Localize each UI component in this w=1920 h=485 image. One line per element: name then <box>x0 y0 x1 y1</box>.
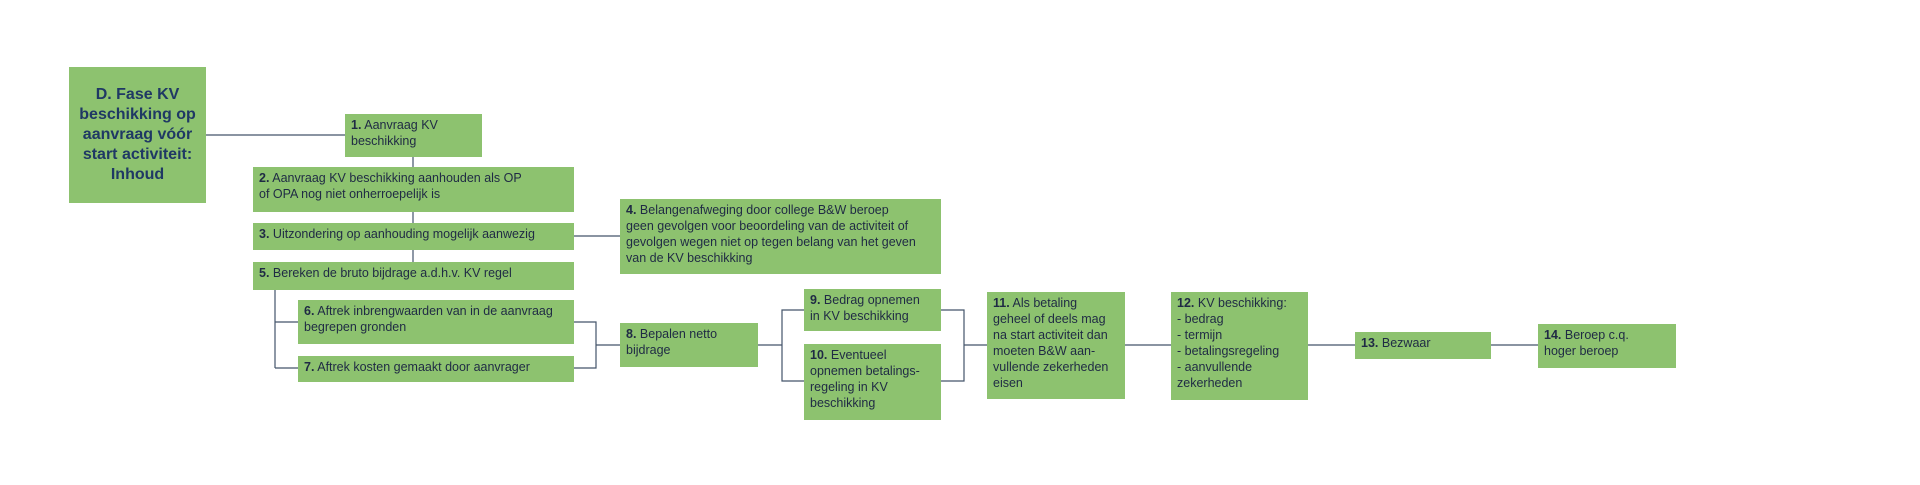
step-14-text: Beroep c.q. hoger beroep <box>1544 328 1629 358</box>
step-11-number: 11. <box>993 296 1010 310</box>
step-7-box: 7. Aftrek kosten gemaakt door aanvrager <box>298 356 574 382</box>
step-1-number: 1. <box>351 118 362 132</box>
step-4-number: 4. <box>626 203 637 217</box>
step-13-text: Bezwaar <box>1381 336 1431 350</box>
step-12-text: KV beschikking: - bedrag - termijn - bet… <box>1177 296 1287 390</box>
diagram-title: D. Fase KV beschikking op aanvraag vóór … <box>69 67 206 203</box>
step-1-text: Aanvraag KV beschikking <box>351 118 438 148</box>
step-14-number: 14. <box>1544 328 1562 342</box>
step-3-number: 3. <box>259 227 270 241</box>
step-12-number: 12. <box>1177 296 1195 310</box>
step-11-box: 11. Als betaling geheel of deels mag na … <box>987 292 1125 399</box>
diagram-title-text: D. Fase KV beschikking op aanvraag vóór … <box>79 86 196 183</box>
step-4-text: Belangenafweging door college B&W beroep… <box>626 203 916 265</box>
step-10-box: 10. Eventueel opnemen betalings- regelin… <box>804 344 941 420</box>
step-8-box: 8. Bepalen netto bijdrage <box>620 323 758 367</box>
step-3-box: 3. Uitzondering op aanhouding mogelijk a… <box>253 223 574 250</box>
step-7-number: 7. <box>304 360 315 374</box>
step-10-number: 10. <box>810 348 828 362</box>
step-5-text: Bereken de bruto bijdrage a.d.h.v. KV re… <box>272 266 512 280</box>
step-6-number: 6. <box>304 304 315 318</box>
step-4-box: 4. Belangenafweging door college B&W ber… <box>620 199 941 274</box>
step-1-box: 1. Aanvraag KV beschikking <box>345 114 482 157</box>
step-8-number: 8. <box>626 327 637 341</box>
step-6-box: 6. Aftrek inbrengwaarden van in de aanvr… <box>298 300 574 344</box>
step-13-number: 13. <box>1361 336 1379 350</box>
step-9-box: 9. Bedrag opnemen in KV beschikking <box>804 289 941 331</box>
step-10-text: Eventueel opnemen betalings- regeling in… <box>810 348 920 410</box>
step-7-text: Aftrek kosten gemaakt door aanvrager <box>317 360 530 374</box>
step-3-text: Uitzondering op aanhouding mogelijk aanw… <box>272 227 535 241</box>
step-9-text: Bedrag opnemen in KV beschikking <box>810 293 920 323</box>
step-8-text: Bepalen netto bijdrage <box>626 327 718 357</box>
step-5-number: 5. <box>259 266 270 280</box>
step-2-box: 2. Aanvraag KV beschikking aanhouden als… <box>253 167 574 212</box>
step-5-box: 5. Bereken de bruto bijdrage a.d.h.v. KV… <box>253 262 574 290</box>
step-2-number: 2. <box>259 171 270 185</box>
step-14-box: 14. Beroep c.q. hoger beroep <box>1538 324 1676 368</box>
step-2-text: Aanvraag KV beschikking aanhouden als OP… <box>259 171 522 201</box>
step-13-box: 13. Bezwaar <box>1355 332 1491 359</box>
step-6-text: Aftrek inbrengwaarden van in de aanvraag… <box>304 304 553 334</box>
step-12-box: 12. KV beschikking: - bedrag - termijn -… <box>1171 292 1308 400</box>
step-11-text: Als betaling geheel of deels mag na star… <box>993 296 1109 390</box>
step-9-number: 9. <box>810 293 821 307</box>
